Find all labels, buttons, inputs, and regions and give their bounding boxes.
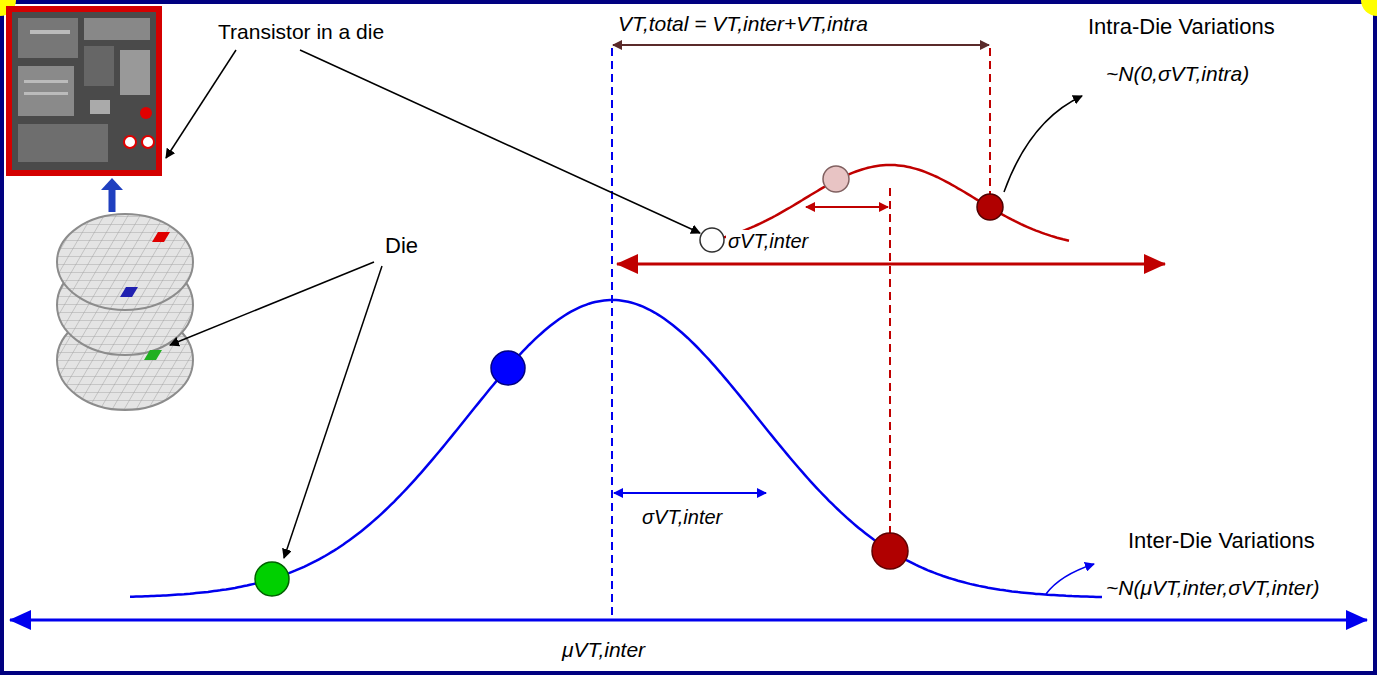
formula-label: VT,total = VT,inter+VT,intra [618, 12, 868, 36]
callout-label: Die [385, 233, 418, 258]
distribution-formula: ~N(μVT,inter,σVT,inter) [1106, 576, 1319, 600]
distribution-formula: ~N(0,σVT,intra) [1106, 62, 1249, 86]
distribution-title: Intra-Die Variations [1088, 14, 1275, 39]
sigma-label: σVT,inter [726, 230, 810, 253]
sigma-label: σVT,inter [642, 506, 722, 529]
callout-label: Transistor in a die [218, 20, 384, 44]
distribution-title: Inter-Die Variations [1128, 528, 1315, 553]
mean-label: μVT,inter [562, 638, 645, 662]
